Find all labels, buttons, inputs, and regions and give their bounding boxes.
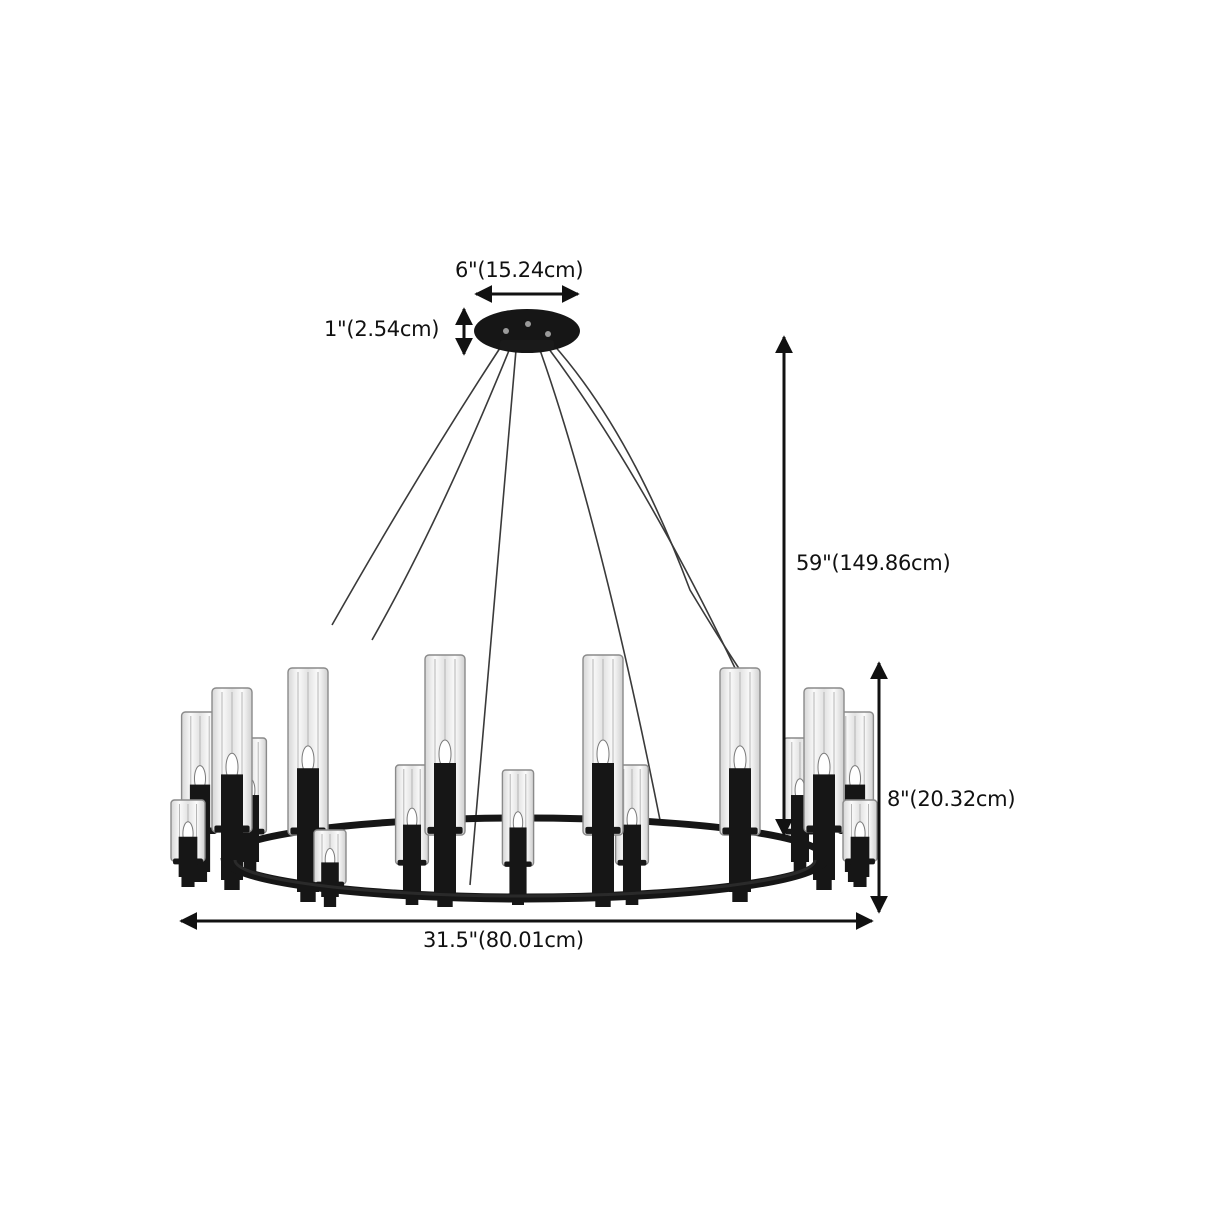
foot-cap xyxy=(732,892,748,902)
lamp-8 xyxy=(211,687,253,890)
wire-right-inner xyxy=(539,349,661,821)
foot-cap xyxy=(437,897,453,907)
foot-cap xyxy=(816,880,832,890)
lamp-2 xyxy=(394,764,430,905)
drip-cup xyxy=(845,858,875,865)
foot-cap xyxy=(181,877,195,887)
drip-cup xyxy=(427,826,463,834)
foot-cap xyxy=(405,895,419,905)
lamp-10 xyxy=(287,667,329,902)
body-height-label: 8"(20.32cm) xyxy=(887,787,1016,811)
lamp-11 xyxy=(719,667,761,902)
canopy-screw-center xyxy=(525,321,531,327)
foot-cap xyxy=(243,862,257,872)
socket xyxy=(850,836,870,877)
canopy-collar xyxy=(500,340,554,350)
lamp-14 xyxy=(170,799,206,887)
dimension-arrows xyxy=(179,285,888,930)
hanging-height-label: 59"(149.86cm) xyxy=(796,551,951,575)
wire-center xyxy=(469,349,517,886)
canopy-width-label: 6"(15.24cm) xyxy=(455,258,584,282)
drip-cup xyxy=(214,825,250,833)
lamp-15 xyxy=(842,799,878,887)
drip-cup xyxy=(504,861,532,867)
overall-width-label: 31.5"(80.01cm) xyxy=(423,928,584,952)
ring-front xyxy=(220,857,830,903)
wire-left-outer xyxy=(331,344,503,626)
drip-cup xyxy=(173,858,203,865)
lamp-9 xyxy=(803,687,845,890)
drip-cup xyxy=(397,859,427,866)
drip-cup xyxy=(722,827,758,835)
socket xyxy=(509,827,527,895)
foot-cap xyxy=(224,880,240,890)
ring-front-inner xyxy=(233,859,817,898)
lamp-12 xyxy=(424,654,466,907)
lamp-group xyxy=(170,654,878,907)
canopy-screw-left xyxy=(503,328,509,334)
drip-cup xyxy=(585,826,621,834)
foot-cap xyxy=(595,897,611,907)
lamp-1 xyxy=(501,769,535,905)
foot-cap xyxy=(192,872,208,882)
suspension-wires xyxy=(331,342,741,886)
foot-cap xyxy=(793,862,807,872)
wire-left-inner xyxy=(371,347,511,641)
lamp-13 xyxy=(582,654,624,907)
wire-right-outer xyxy=(545,344,736,669)
canopy-screw-right xyxy=(545,331,551,337)
lamp-3 xyxy=(614,764,650,905)
foot-cap xyxy=(853,877,867,887)
foot-cap xyxy=(300,892,316,902)
wire-right-far xyxy=(551,342,741,671)
foot-cap xyxy=(323,897,337,907)
ceiling-canopy xyxy=(474,309,580,353)
drip-cup xyxy=(806,825,842,833)
socket xyxy=(402,824,422,895)
socket xyxy=(622,824,642,895)
drip-cup xyxy=(617,859,647,866)
lamp-16 xyxy=(313,829,347,907)
socket xyxy=(178,836,198,877)
canopy-height-label: 1"(2.54cm) xyxy=(324,317,440,341)
